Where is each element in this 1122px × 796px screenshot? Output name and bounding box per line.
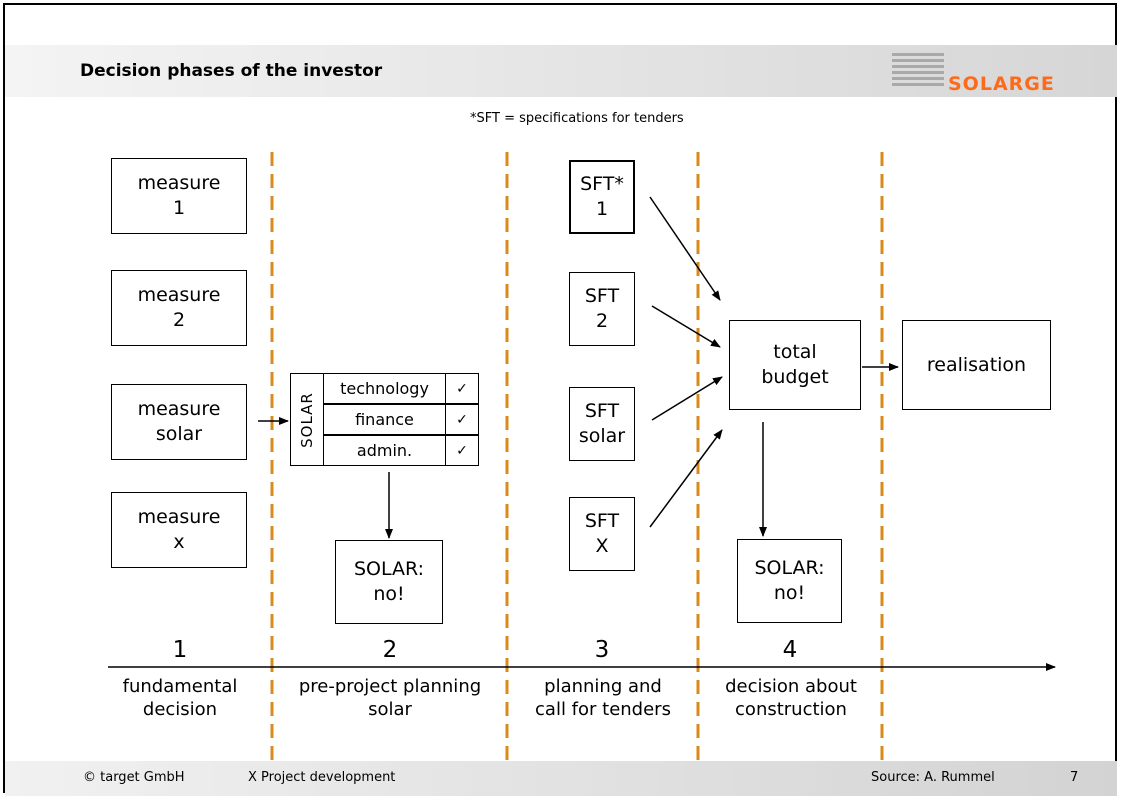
checkmark-icon: ✓	[445, 435, 479, 466]
arrow-sft1	[649, 196, 721, 301]
checklist-label: admin.	[323, 435, 446, 466]
realisation-box: realisation	[902, 320, 1051, 410]
measure-box-2: measure 2	[111, 270, 247, 346]
footer-copyright: © target GmbH	[83, 770, 185, 785]
sft-box-2: SFT 2	[569, 272, 635, 346]
solar-vertical-label: SOLAR	[290, 373, 324, 466]
measure-box-solar: measure solar	[111, 384, 247, 460]
measure-box-x: measure x	[111, 492, 247, 568]
footer-bar: © target GmbH X Project development Sour…	[5, 761, 1117, 796]
footer-source: Source: A. Rummel	[871, 770, 995, 785]
checklist-label: finance	[323, 404, 446, 435]
checkmark-icon: ✓	[445, 404, 479, 435]
arrow-sftx	[649, 429, 723, 528]
phase-number-2: 2	[382, 637, 398, 663]
total-budget-box: total budget	[729, 320, 861, 410]
solar-no-box-phase2: SOLAR: no!	[335, 540, 443, 624]
phase-number-1: 1	[172, 637, 188, 663]
phase-label-1: fundamental decision	[122, 676, 238, 720]
checkmark-icon: ✓	[445, 373, 479, 404]
phase-number-3: 3	[594, 637, 610, 663]
footnote: *SFT = specifications for tenders	[470, 111, 684, 126]
phase-label-2: pre-project planning solar	[298, 676, 482, 720]
checklist-label: technology	[323, 373, 446, 404]
arrow-sft-solar	[651, 376, 723, 421]
solar-no-box-phase4: SOLAR: no!	[737, 539, 842, 623]
phase-label-4: decision about construction	[725, 676, 857, 720]
page-title: Decision phases of the investor	[80, 61, 383, 81]
phase-dividers	[270, 152, 884, 760]
arrow-sft2	[651, 305, 721, 348]
sft-box-solar: SFT solar	[569, 387, 635, 461]
footer-section: X Project development	[248, 770, 396, 785]
sft-box-1: SFT* 1	[569, 160, 635, 234]
sft-box-x: SFT X	[569, 497, 635, 571]
logo-lines-icon	[892, 53, 944, 93]
footer-page-number: 7	[1070, 770, 1079, 785]
slide-frame	[3, 3, 1117, 793]
phase-number-4: 4	[782, 637, 798, 663]
logo: SOLARGE	[948, 73, 1055, 95]
measure-box-1: measure 1	[111, 158, 247, 234]
phase-label-3: planning and call for tenders	[535, 676, 671, 720]
